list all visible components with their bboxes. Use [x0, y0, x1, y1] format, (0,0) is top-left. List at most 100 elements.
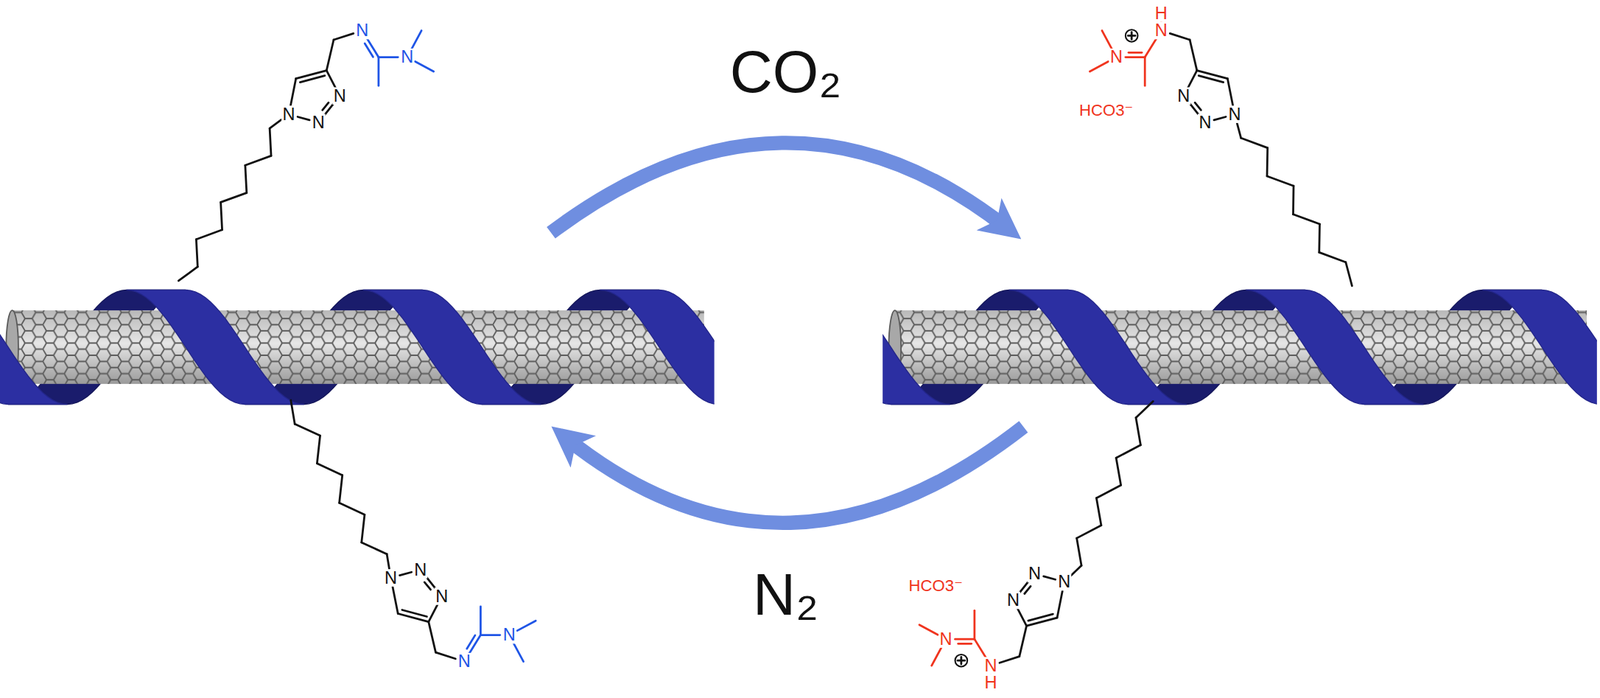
charge-symbol [1125, 29, 1139, 42]
bond-line [316, 435, 320, 464]
bond-line [428, 621, 437, 653]
atom-label: N [355, 22, 370, 40]
atom-label: N [983, 656, 999, 675]
bond-line [326, 70, 336, 89]
bond-line [339, 475, 343, 504]
bond-line [435, 651, 456, 659]
bond-line [1135, 400, 1153, 417]
bond-line [919, 624, 938, 635]
bond-line [1267, 176, 1294, 186]
bond-line [424, 581, 431, 590]
polymer-ribbon [1245, 289, 1424, 404]
bond-line [269, 119, 282, 129]
counterion-label: HCO3⁻ [1078, 102, 1135, 119]
bond-line [1292, 214, 1320, 224]
bond-line [1345, 262, 1353, 286]
bond-line [1096, 497, 1102, 526]
bond-line [1135, 417, 1141, 445]
bond-line [1194, 102, 1201, 110]
bond-line [1076, 537, 1082, 566]
polymer-ribbon [1009, 289, 1187, 404]
bond-line [195, 229, 222, 240]
bond-line [377, 57, 381, 87]
bond-line [294, 423, 320, 436]
bond-line [1057, 590, 1063, 618]
atom-label: N [413, 560, 428, 579]
bond-line [999, 656, 1020, 663]
atom-label: N [310, 113, 326, 132]
bond-line [1227, 78, 1233, 106]
bond-line [959, 656, 963, 664]
bond-line [269, 128, 272, 156]
bond-line [973, 609, 976, 639]
bond-line [1024, 585, 1031, 594]
bond-line [402, 609, 428, 617]
atom-label: N [1027, 565, 1043, 583]
bond-line [1169, 33, 1190, 40]
bond-line [322, 102, 329, 110]
bond-line [1241, 137, 1268, 148]
bond-line [1266, 148, 1269, 177]
reverse-arrow [567, 426, 1024, 523]
bond-line [1076, 525, 1102, 538]
bond-line [415, 61, 434, 72]
bond-line [316, 463, 342, 476]
bond-line [1019, 625, 1027, 657]
bond-line [1116, 457, 1122, 485]
bond-line [1292, 185, 1295, 215]
atom-label: N [1109, 48, 1125, 67]
polymer-ribbon [1482, 289, 1598, 404]
bond-line [290, 400, 295, 424]
bond-line [245, 155, 272, 166]
bond-line [1125, 55, 1145, 59]
bond-line [1089, 61, 1108, 72]
bond-line [333, 33, 354, 40]
bond-line [411, 30, 422, 50]
bond-line [297, 116, 310, 120]
bond-line [1213, 116, 1226, 120]
bond-line [1189, 39, 1198, 71]
bond-line [195, 239, 198, 267]
atom-label: N [1176, 86, 1192, 105]
bond-line [245, 165, 247, 193]
counterion-label: HCO3⁻ [907, 577, 964, 594]
polymer-ribbon [599, 289, 714, 404]
polymer-ribbon [0, 289, 68, 404]
bond-line [517, 620, 536, 630]
bond-line [1130, 32, 1133, 40]
bond-line [958, 642, 972, 645]
bond-line [1236, 123, 1241, 138]
atom-label: H [1153, 4, 1169, 23]
bond-line [469, 634, 482, 654]
bond-line [1102, 30, 1112, 50]
bond-line [1028, 613, 1054, 621]
atom-label: N [456, 652, 472, 671]
bond-line [479, 606, 482, 635]
bond-line [361, 542, 387, 554]
bond-line [1317, 223, 1321, 252]
bond-line [178, 266, 198, 281]
bond-line [1128, 51, 1142, 54]
bond-line [339, 502, 365, 515]
bond-line [955, 637, 975, 641]
atom-label: N [1057, 573, 1072, 591]
bond-line [1017, 608, 1027, 627]
bond-line [1319, 251, 1346, 262]
polymer-ribbon [126, 289, 305, 404]
bond-line [299, 75, 325, 83]
bond-line [364, 43, 373, 57]
bond-line [400, 571, 412, 575]
bond-line [326, 39, 334, 71]
bond-line [392, 586, 398, 613]
bond-line [467, 634, 476, 649]
atom-label: N [400, 48, 415, 67]
polymer-ribbon [882, 289, 950, 404]
bond-line [366, 38, 379, 57]
atom-label: N [501, 626, 517, 644]
bond-line [1188, 70, 1198, 89]
bond-line [378, 55, 398, 59]
bond-line [1116, 444, 1141, 458]
polymer-ribbon [363, 289, 541, 404]
atom-label: N [1153, 22, 1169, 40]
